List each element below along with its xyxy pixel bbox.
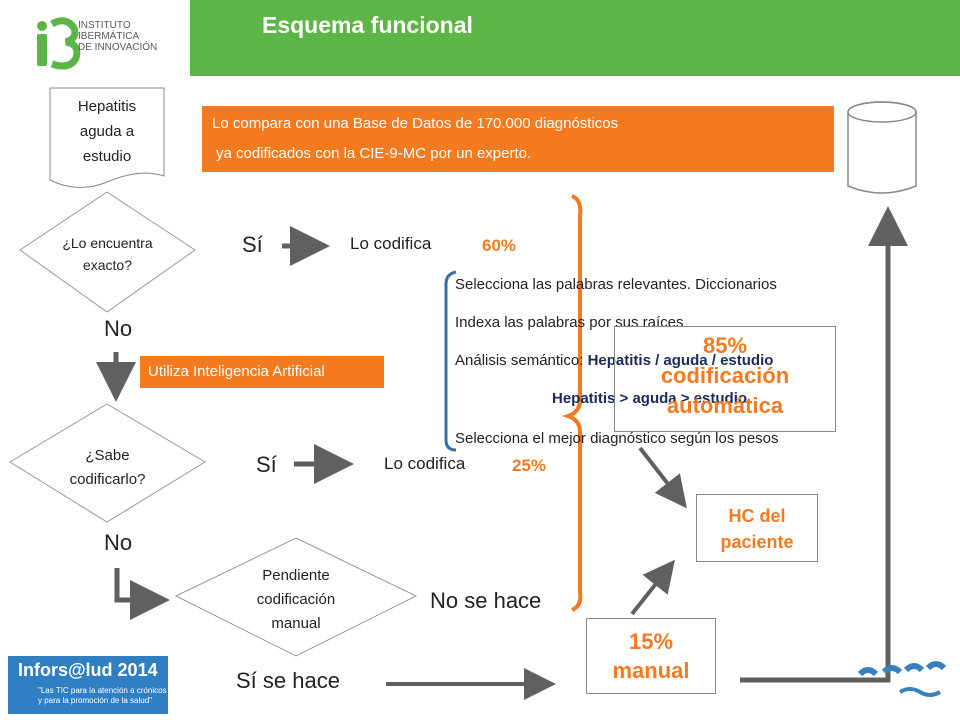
pending-line2: codificación — [256, 591, 336, 608]
pending-line3: manual — [271, 615, 321, 632]
arrow-manual-to-hc — [630, 559, 675, 616]
logo-text-3: DE INNOVACIÓN — [78, 42, 158, 53]
ai-label-text: Utiliza Inteligencia Artificial — [148, 363, 325, 380]
decision2-yes: Sí — [256, 452, 277, 477]
event-logo-title: Infors@lud 2014 — [18, 660, 158, 680]
database-note: Lo compara con una Base de Datos de 170.… — [202, 106, 834, 172]
i3-logo-icon — [37, 17, 81, 70]
hc-line1: HC del — [728, 506, 786, 526]
ai-step-3b: Hepatitis > aguda > estudio — [552, 390, 748, 407]
hc-line2: paciente — [720, 532, 794, 552]
decision2-shape — [9, 403, 206, 523]
event-logo: Infors@lud 2014 "Las TIC para la atenció… — [8, 656, 168, 714]
logo: INSTITUTO IBERMÁTICA DE INNOVACIÓN — [0, 0, 190, 76]
manual-coding-box: 15% manual — [586, 618, 716, 694]
decision1-line1: ¿Lo encuentra — [62, 235, 153, 251]
start-document-shape — [49, 87, 165, 188]
wave-decoration-icon — [857, 661, 947, 697]
database-note-line2: ya codificados con la CIE-9-MC por un ex… — [216, 145, 532, 162]
ai-step-3-prefix: Análisis semántico: — [455, 352, 588, 369]
start-doc-line3: estudio — [82, 148, 132, 165]
auto-line2: codificación — [660, 363, 790, 388]
decision1-yes: Sí — [242, 232, 263, 257]
ai-step-3: Análisis semántico: Hepatitis / aguda / … — [455, 352, 773, 369]
start-doc-line1: Hepatitis — [77, 98, 137, 115]
ai-step-4: Selecciona el mejor diagnóstico según lo… — [455, 430, 779, 447]
arrow-auto-to-hc — [638, 446, 687, 509]
event-logo-sub1: "Las TIC para la atención a crónicos — [38, 686, 167, 695]
decision1-shape — [19, 191, 196, 313]
logo-text-1: INSTITUTO — [78, 20, 131, 31]
arrow-no2 — [114, 568, 170, 620]
decision1-line2: exacto? — [82, 257, 133, 273]
decision2-line2: codificarlo? — [69, 471, 146, 488]
results-brace — [561, 194, 583, 612]
ai-step-1: Selecciona las palabras relevantes. Dicc… — [455, 276, 777, 293]
decision2-no: No — [104, 530, 133, 555]
decision1-no: No — [104, 316, 133, 341]
page-title: Esquema funcional — [262, 12, 473, 38]
pending-yes-label: Sí se hace — [236, 668, 340, 693]
arrow-to-database — [740, 206, 908, 683]
decision2-line1: ¿Sabe — [85, 447, 130, 464]
logo-text-2: IBERMÁTICA — [78, 31, 140, 42]
event-logo-bg — [8, 656, 168, 714]
manual-line2: manual — [612, 658, 690, 683]
ai-step-3-bold: Hepatitis / aguda / estudio — [587, 352, 774, 369]
start-doc-line2: aguda a — [79, 123, 135, 140]
event-logo-sub2: y para la promoción de la salud" — [38, 696, 153, 705]
auto-coding-box: 85% codificación automática — [614, 326, 836, 432]
ai-steps-brace — [444, 270, 457, 452]
pending-line1: Pendiente — [262, 567, 330, 584]
pending-no-label: No se hace — [430, 588, 542, 613]
database-icon — [847, 101, 917, 194]
manual-line1: 15% — [628, 629, 674, 654]
auto-line1: 85% — [702, 333, 748, 358]
pending-shape — [174, 537, 418, 657]
database-note-line1: Lo compara con una Base de Datos de 170.… — [212, 115, 619, 132]
decision2-pct: 25% — [512, 456, 547, 475]
decision2-result: Lo codifica — [384, 454, 466, 473]
decision1-result: Lo codifica — [350, 234, 432, 253]
auto-line3: automática — [666, 393, 784, 418]
ai-label: Utiliza Inteligencia Artificial — [140, 356, 384, 388]
decision1-pct: 60% — [482, 236, 517, 255]
patient-record-box: HC del paciente — [696, 494, 818, 562]
